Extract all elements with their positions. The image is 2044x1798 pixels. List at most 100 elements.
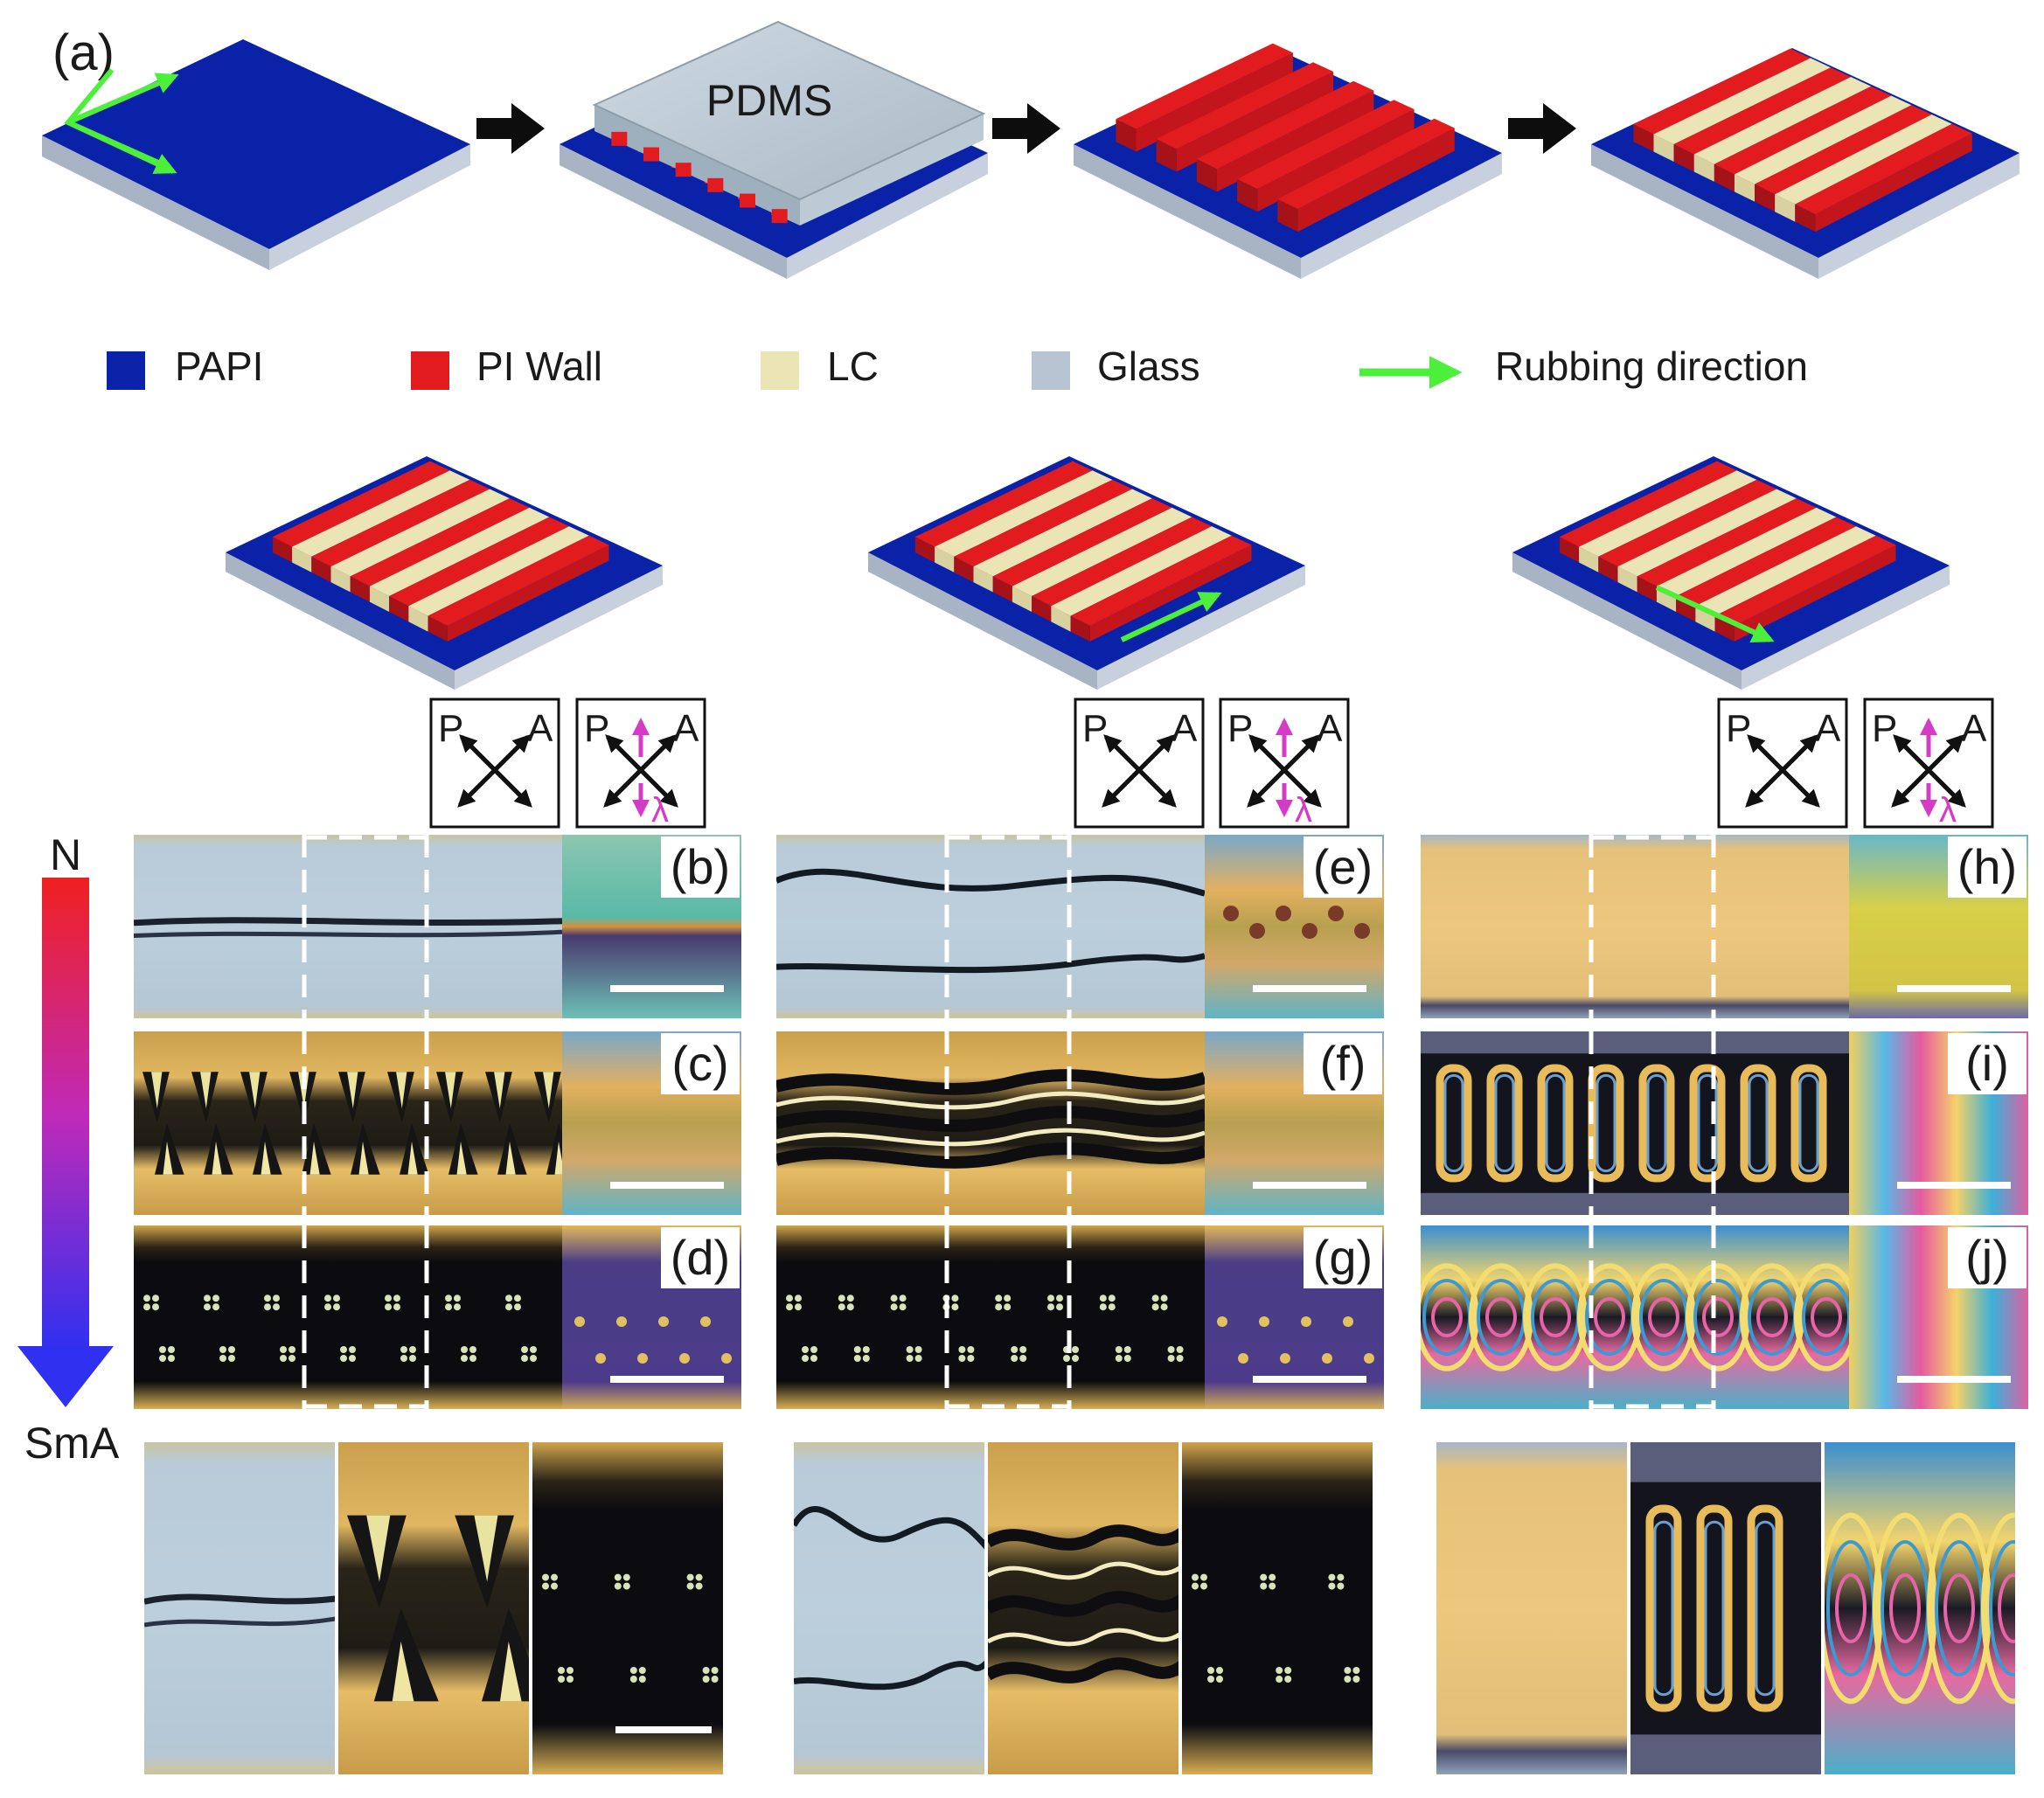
domain-petal: [1344, 1676, 1352, 1683]
wall-side: [1089, 545, 1252, 642]
wall-end: [914, 537, 935, 563]
scale-bar: [1897, 1182, 2011, 1189]
focal-conic-tooth: [373, 1608, 439, 1702]
domain-petal: [951, 1303, 959, 1311]
domain-petal: [1108, 1303, 1116, 1311]
zoom-inset-e: [794, 1442, 984, 1774]
domain-petal: [542, 1582, 549, 1590]
micrograph-panel-j: (j): [1421, 1225, 2028, 1409]
domain-spot: [1238, 1353, 1248, 1364]
focal-conic-tooth: [366, 1515, 391, 1582]
zoom-insets: [144, 1442, 2015, 1774]
domain-petal: [228, 1355, 235, 1362]
domain-petal: [1019, 1346, 1027, 1353]
glass-side-left: [868, 552, 1097, 690]
green-arrow-icon: [1120, 592, 1222, 642]
domain-petal: [1011, 1346, 1019, 1353]
domain-petal: [1056, 1295, 1063, 1302]
micrograph-panel-f: (f): [776, 1031, 1384, 1215]
domain-petal: [264, 1303, 271, 1311]
focal-conic-tooth: [212, 1142, 222, 1175]
domain-petal: [1151, 1303, 1159, 1311]
focal-conic-tooth: [249, 1072, 261, 1109]
domain-petal: [695, 1582, 703, 1590]
polarizer-p-label: P: [438, 707, 463, 750]
focal-conic-domain: [143, 1295, 159, 1311]
focal-conic-domain: [1192, 1573, 1207, 1590]
step-4-lc-filled: [1591, 48, 2020, 279]
wall-top: [1714, 86, 1892, 175]
wall-side: [1815, 133, 1972, 233]
analyzer-axis: [604, 734, 677, 807]
wall-top: [1277, 118, 1455, 210]
domain-petal: [686, 1573, 694, 1581]
scale-bar: [1897, 1376, 2011, 1383]
chain-ring: [1431, 1297, 1463, 1337]
wall-top: [1070, 535, 1252, 626]
lc-end: [1617, 566, 1637, 593]
domain-petal: [695, 1573, 703, 1581]
glass-side-right: [1301, 153, 1502, 279]
focal-conic-tooth: [155, 1123, 184, 1175]
domain-petal: [385, 1303, 392, 1311]
micrograph-content: [776, 835, 1384, 1018]
domain-petal: [967, 1355, 975, 1362]
focal-conic-domain: [219, 1346, 235, 1362]
domain-petal: [400, 1346, 407, 1353]
step-1-papi-substrate: [42, 39, 470, 270]
focal-conic-tooth: [505, 1142, 516, 1175]
micrograph-panel-d: (d): [134, 1225, 741, 1409]
polarizer-a-label: A: [1815, 707, 1841, 750]
glass-side-left: [1512, 552, 1742, 690]
domain-petal: [1276, 1667, 1283, 1674]
wall-top: [1755, 105, 1932, 195]
domain-petal: [1099, 1295, 1107, 1302]
domain-petal: [995, 1295, 1003, 1302]
focal-conic-domain: [1207, 1667, 1223, 1683]
domain-petal: [530, 1355, 537, 1362]
zoom-inset-f: [988, 1442, 1178, 1774]
domain-petal: [958, 1355, 966, 1362]
domain-petal: [333, 1303, 340, 1311]
chain-ring: [1835, 1573, 1867, 1643]
domain-petal: [168, 1355, 175, 1362]
domain-petal: [1337, 1573, 1345, 1581]
domain-petal: [409, 1346, 416, 1353]
legend-label-wall: PI Wall: [476, 344, 602, 389]
domain-petal: [393, 1295, 400, 1302]
wall-end: [1714, 615, 1735, 642]
phase-arrow-head: [17, 1346, 114, 1407]
domain-petal: [159, 1355, 166, 1362]
domain-spot: [1301, 1316, 1311, 1327]
domain-petal: [324, 1303, 331, 1311]
wall-top: [992, 498, 1172, 587]
domain-petal: [958, 1346, 966, 1353]
elongated-domain: [1537, 1064, 1574, 1183]
domain-petal: [802, 1346, 809, 1353]
focal-conic-tooth: [474, 1515, 498, 1582]
domain-petal: [461, 1346, 468, 1353]
glass-side-right: [1742, 566, 1950, 690]
green-arrow-icon: [66, 120, 177, 174]
lc-end: [1695, 606, 1715, 632]
domain-petal: [862, 1346, 870, 1353]
focal-conic-domain: [702, 1667, 719, 1683]
oily-streak: [988, 1561, 1178, 1580]
domain-petal: [409, 1355, 416, 1362]
defect-line: [144, 1593, 335, 1605]
domain-spot: [1302, 923, 1317, 939]
step-3-pi-walls: [1074, 43, 1502, 279]
focal-conic-tooth: [448, 1123, 478, 1175]
domain-petal: [1207, 1676, 1214, 1683]
micrograph-grid: (b)(c)(d)(e)(f)(g)(h)(i)(j): [134, 835, 2028, 1409]
domain-petal: [567, 1676, 574, 1683]
focal-conic-tooth: [445, 1072, 456, 1109]
domain-petal: [143, 1295, 150, 1302]
elongated-domain: [1747, 1504, 1783, 1712]
analyzer-axis: [1102, 734, 1175, 807]
domain-petal: [280, 1355, 287, 1362]
elongated-domain-inner: [1545, 1073, 1566, 1173]
oily-streak: [988, 1591, 1178, 1617]
domain-petal: [1269, 1573, 1276, 1581]
domain-petal: [1167, 1355, 1175, 1362]
